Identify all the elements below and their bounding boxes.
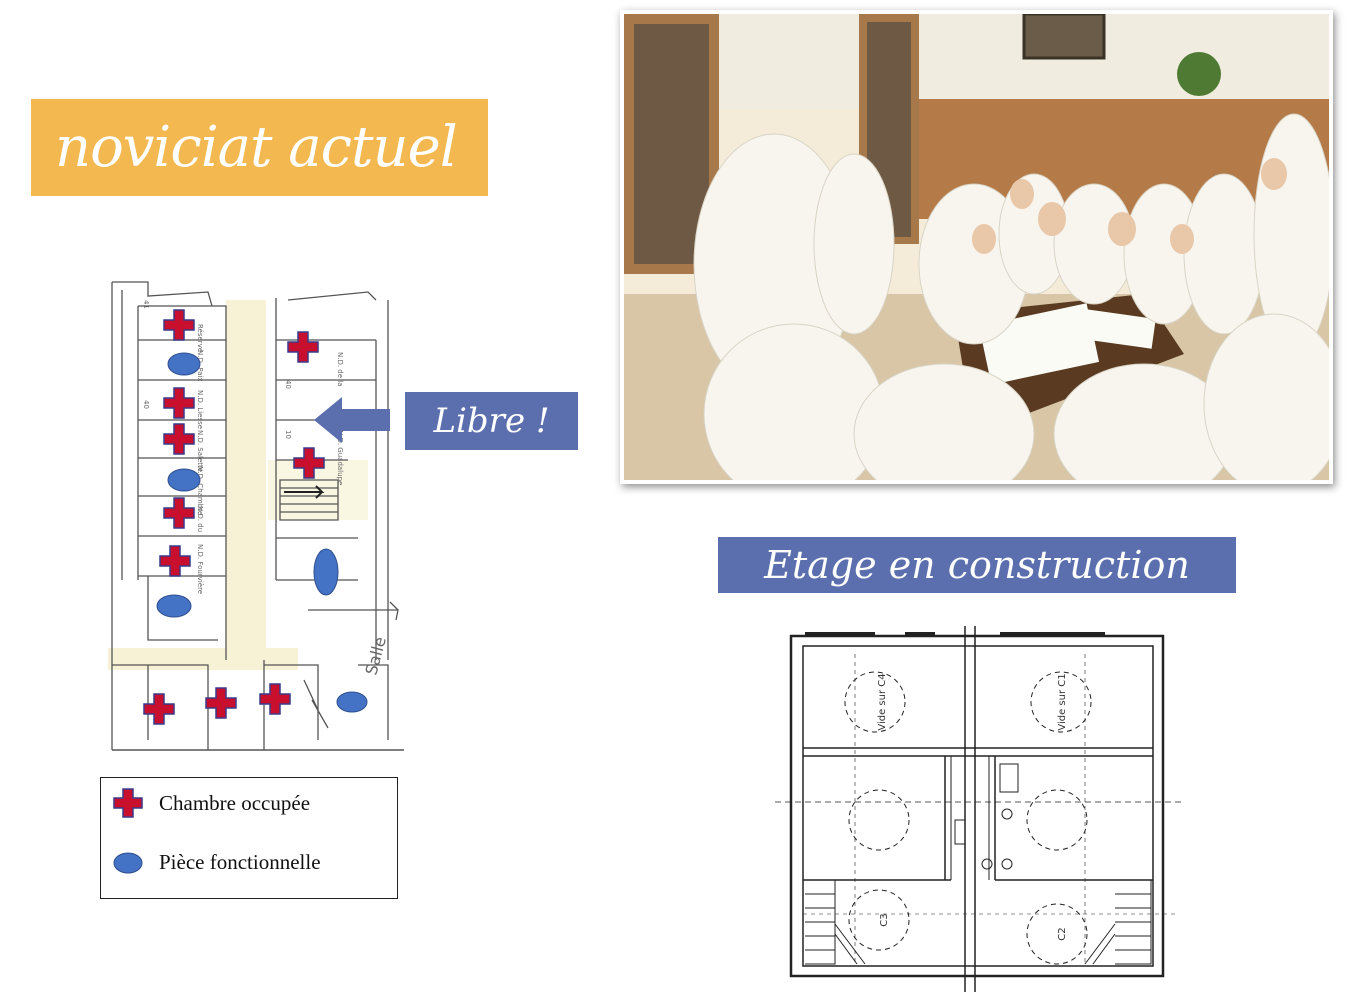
legend-item-functional: Pièce fonctionnelle	[113, 850, 321, 875]
plan-room-label-c4: Vide sur C4	[877, 673, 888, 730]
plan-room-label-c3: C3	[879, 913, 890, 926]
svg-text:N.D. Salette: N.D. Salette	[196, 430, 204, 472]
construction-floor-plan: Vide sur C4 Vide sur C1 C3 C2	[775, 626, 1185, 992]
sketch-note-salle: Salle	[362, 635, 390, 677]
free-room-label: Libre !	[405, 392, 578, 450]
occupied-room-marker	[163, 423, 195, 455]
photo-scene	[624, 14, 1329, 480]
free-room-arrow	[314, 397, 390, 443]
occupied-room-marker	[163, 497, 195, 529]
svg-text:41: 41	[142, 300, 150, 309]
svg-text:N.D. Chambre: N.D. Chambre	[196, 466, 204, 515]
functional-room-marker	[156, 594, 192, 618]
functional-room-marker	[313, 548, 339, 596]
svg-text:N.D. de la: N.D. de la	[336, 352, 344, 387]
svg-text:10: 10	[284, 430, 292, 439]
functional-room-marker	[336, 691, 368, 713]
occupied-room-marker	[143, 693, 175, 725]
svg-text:Réservé: Réservé	[196, 324, 204, 352]
occupied-room-marker	[159, 545, 191, 577]
nuns-meeting-photo	[620, 10, 1333, 484]
red-cross-icon	[113, 788, 143, 818]
occupied-room-marker	[287, 331, 319, 363]
occupied-room-marker	[293, 447, 325, 479]
svg-text:40: 40	[142, 400, 150, 409]
construction-banner: Etage en construction	[718, 537, 1236, 593]
svg-text:N.D. Liesse: N.D. Liesse	[196, 390, 204, 429]
svg-text:N.D. Guadalupe: N.D. Guadalupe	[336, 430, 344, 485]
functional-room-marker	[167, 468, 201, 492]
title-banner: noviciat actuel	[31, 99, 488, 196]
occupied-room-marker	[259, 683, 291, 715]
functional-room-marker	[167, 352, 201, 376]
legend-label-occupied: Chambre occupée	[159, 790, 311, 815]
left-arrow-icon	[314, 397, 390, 443]
current-floor-plan: Réservé N.D. Paix N.D. Liesse N.D. Salet…	[108, 281, 404, 751]
title-text: noviciat actuel	[55, 115, 458, 180]
blue-cloud-icon	[113, 852, 143, 873]
occupied-room-marker	[163, 387, 195, 419]
svg-text:40: 40	[284, 380, 292, 389]
svg-text:N.D. du: N.D. du	[196, 506, 204, 532]
occupied-room-marker	[163, 309, 195, 341]
legend-label-functional: Pièce fonctionnelle	[159, 850, 321, 874]
legend-item-occupied: Chambre occupée	[113, 788, 310, 818]
plan-room-label-c2: C2	[1057, 927, 1068, 940]
svg-text:N.D. Fourvière: N.D. Fourvière	[196, 544, 204, 594]
occupied-room-marker	[205, 687, 237, 719]
legend-box: Chambre occupée Pièce fonctionnelle	[100, 777, 398, 899]
plan-room-label-c1: Vide sur C1	[1057, 673, 1068, 730]
